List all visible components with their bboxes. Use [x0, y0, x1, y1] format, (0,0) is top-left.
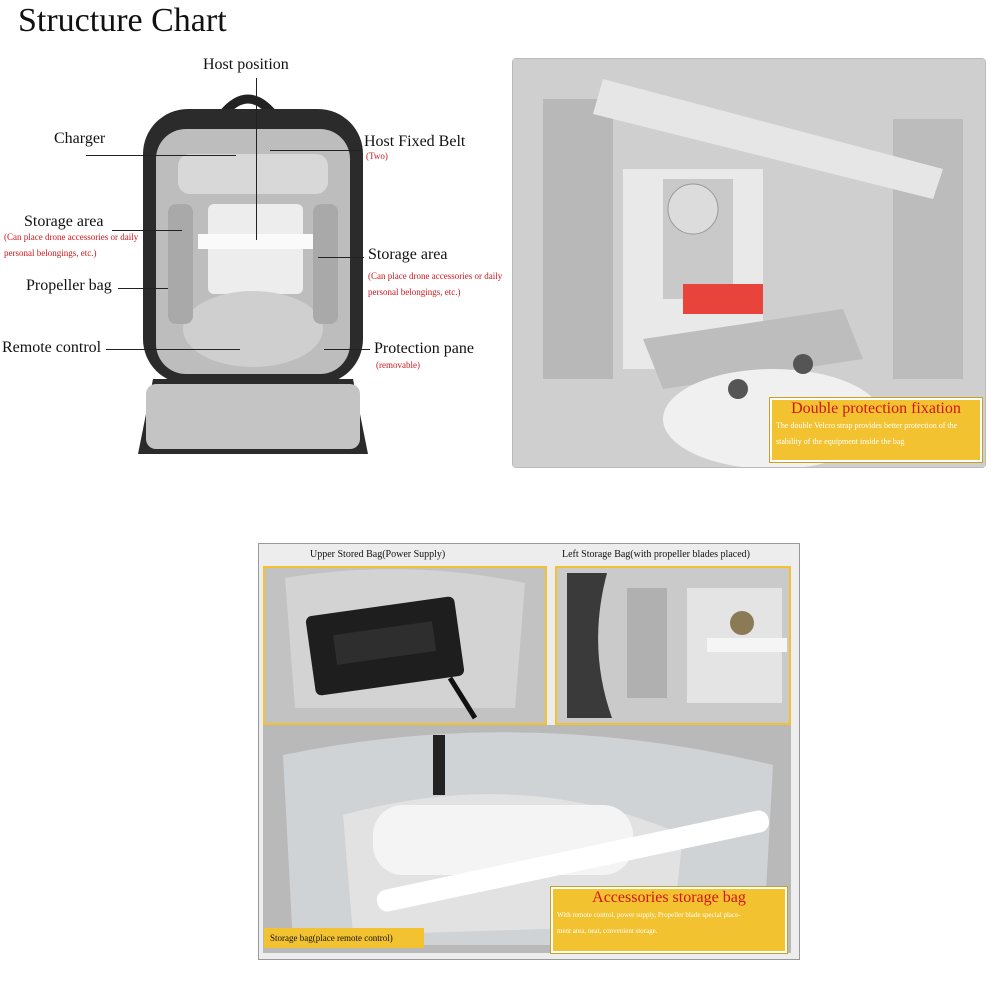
- velcro-photo: [512, 58, 986, 469]
- label-host-fixed-belt-sub: (Two): [366, 151, 388, 161]
- power-supply-image: [265, 568, 545, 723]
- accessories-callout: Accessories storage bag With remote cont…: [551, 887, 787, 953]
- label-storage-left: Storage area: [24, 213, 104, 230]
- label-host-position: Host position: [203, 56, 289, 73]
- page-title: Structure Chart: [18, 2, 227, 39]
- propeller-bag-line: [118, 288, 168, 289]
- host-position-line: [256, 78, 257, 240]
- remote-control-line: [106, 349, 240, 350]
- accessories-line1: With remote control, power supply, Prope…: [557, 911, 741, 919]
- label-propeller-bag: Propeller bag: [26, 277, 112, 294]
- accessories-heading: Accessories storage bag: [592, 889, 746, 906]
- charger-line: [86, 155, 236, 156]
- left-bag-caption: Left Storage Bag(with propeller blades p…: [562, 549, 750, 560]
- label-remote-control: Remote control: [2, 339, 102, 356]
- double-protection-heading: Double protection fixation: [791, 400, 961, 417]
- backpack-image: [138, 94, 368, 454]
- propeller-storage-image: [557, 568, 789, 723]
- label-protection-pane-sub: (removable): [376, 360, 420, 370]
- label-host-fixed-belt: Host Fixed Belt: [364, 133, 466, 150]
- label-storage-right-sub2: personal belongings, etc.): [368, 287, 461, 297]
- double-protection-callout: Double protection fixation The double Ve…: [770, 398, 982, 462]
- left-bag-photo: [555, 566, 791, 725]
- label-charger: Charger: [54, 130, 106, 147]
- double-protection-line1: The double Velcro strap provides better …: [776, 421, 958, 430]
- upper-bag-photo: [263, 566, 547, 725]
- storage-right-line: [318, 257, 364, 258]
- host-belt-line: [270, 150, 362, 151]
- label-storage-right-sub1: (Can place drone accessories or daily: [368, 271, 503, 281]
- label-protection-pane: Protection pane: [374, 340, 474, 357]
- protection-pane-line: [324, 349, 370, 350]
- label-storage-left-sub2: personal belongings, etc.): [4, 248, 97, 258]
- storage-bag-label: Storage bag(place remote control): [264, 928, 424, 948]
- drone-gimbal-image: [513, 59, 985, 469]
- double-protection-line2: stability of the equipment inside the ba…: [776, 437, 905, 446]
- accessories-line2: ment area, neat, convenient storage.: [557, 927, 658, 935]
- label-storage-left-sub1: (Can place drone accessories or daily: [4, 232, 139, 242]
- upper-bag-caption: Upper Stored Bag(Power Supply): [310, 549, 446, 560]
- storage-left-line: [112, 230, 182, 231]
- label-storage-right: Storage area: [368, 246, 448, 263]
